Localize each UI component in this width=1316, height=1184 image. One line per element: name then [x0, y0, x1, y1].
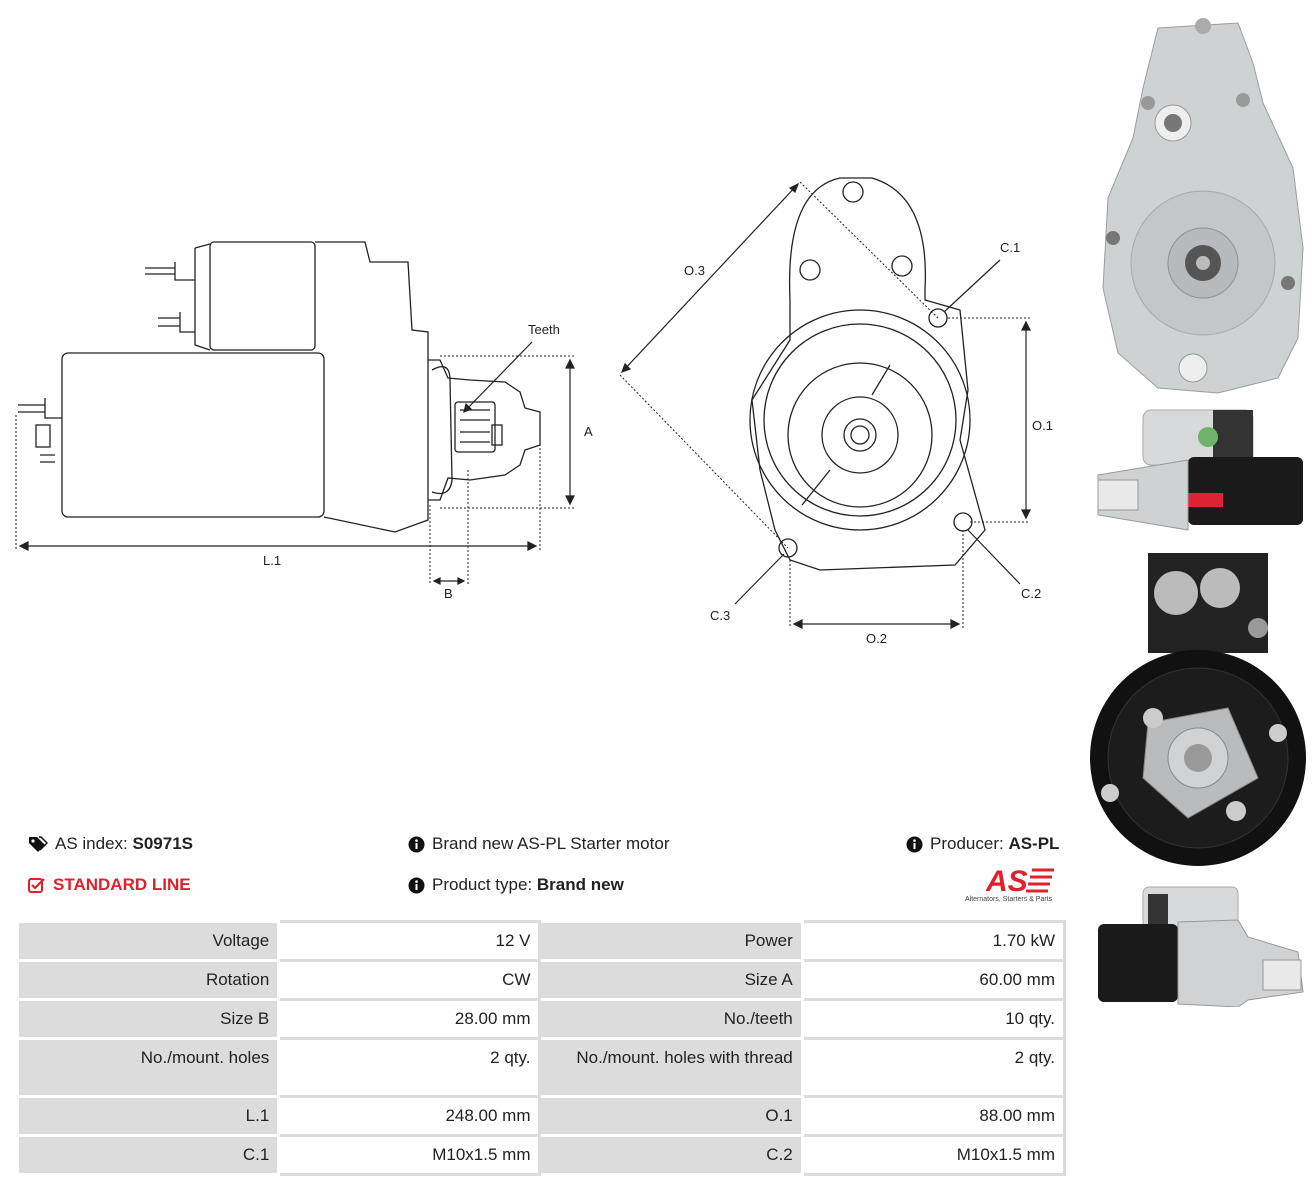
spec-value: M10x1.5 mm — [800, 1134, 1067, 1176]
spec-key: Size A — [538, 959, 804, 1001]
spec-value: 2 qty. — [800, 1037, 1067, 1098]
spec-key: C.1 — [15, 1134, 281, 1176]
front-view-drawing — [619, 177, 1031, 629]
label-c2: C.2 — [1021, 586, 1042, 601]
side-view-drawing — [15, 241, 575, 585]
as-pl-logo: AS Alternators, Starters & Parts — [960, 864, 1070, 908]
as-logo-mark: AS — [985, 865, 1054, 898]
product-type-value: Brand new — [536, 875, 624, 894]
producer-value: AS-PL — [1008, 834, 1060, 853]
product-photo-front — [1102, 18, 1304, 394]
spec-key: No./mount. holes with thread — [538, 1037, 804, 1098]
spec-value: 12 V — [277, 920, 542, 962]
product-type-row: Product type: Brand new — [408, 875, 624, 895]
product-photo-rear — [1090, 553, 1306, 866]
producer-row: Producer: AS-PL — [906, 834, 1059, 854]
label-c3: C.3 — [710, 608, 731, 623]
spec-value: 60.00 mm — [800, 959, 1067, 1001]
spec-value: 1.70 kW — [800, 920, 1067, 962]
product-photo-side-2 — [1098, 886, 1304, 1007]
check-square-icon — [28, 878, 45, 893]
spec-value: 2 qty. — [277, 1037, 542, 1098]
spec-value: M10x1.5 mm — [277, 1134, 542, 1176]
spec-key: Size B — [15, 998, 281, 1040]
info-circle-icon — [408, 877, 425, 893]
as-index-label: AS index: — [55, 834, 128, 853]
spec-value: 10 qty. — [800, 998, 1067, 1040]
standard-line-row: STANDARD LINE — [28, 875, 191, 895]
spec-value: 28.00 mm — [277, 998, 542, 1040]
standard-line-label: STANDARD LINE — [53, 875, 191, 894]
spec-value: 88.00 mm — [800, 1095, 1067, 1137]
info-circle-icon — [408, 836, 425, 852]
as-index-value: S0971S — [132, 834, 194, 853]
spec-key: C.2 — [538, 1134, 804, 1176]
spec-key: Voltage — [15, 920, 281, 962]
logo-tagline: Alternators, Starters & Parts — [965, 896, 1053, 903]
svg-text:AS: AS — [985, 865, 1028, 896]
spec-key: Power — [538, 920, 804, 962]
product-type-label: Product type: — [432, 875, 533, 894]
product-photo-side-1 — [1097, 409, 1303, 531]
label-o1: O.1 — [1032, 418, 1053, 433]
spec-key: L.1 — [15, 1095, 281, 1137]
label-c1: C.1 — [1000, 240, 1021, 255]
producer-label: Producer: — [930, 834, 1004, 853]
label-o2: O.2 — [866, 631, 887, 646]
as-index-row: AS index: S0971S — [28, 834, 193, 854]
label-teeth: Teeth — [528, 322, 560, 337]
label-b: B — [444, 586, 453, 601]
description-text: Brand new AS-PL Starter motor — [432, 834, 670, 853]
spec-value: CW — [277, 959, 542, 1001]
spec-value: 248.00 mm — [277, 1095, 542, 1137]
tags-icon — [29, 836, 48, 852]
spec-key: No./mount. holes — [15, 1037, 281, 1098]
spec-key: Rotation — [15, 959, 281, 1001]
info-circle-icon — [906, 836, 923, 852]
spec-key: No./teeth — [538, 998, 804, 1040]
spec-key: O.1 — [538, 1095, 804, 1137]
label-o3: O.3 — [684, 263, 705, 278]
description-row: Brand new AS-PL Starter motor — [408, 834, 669, 854]
label-l1: L.1 — [263, 553, 282, 568]
label-a: A — [584, 424, 593, 439]
